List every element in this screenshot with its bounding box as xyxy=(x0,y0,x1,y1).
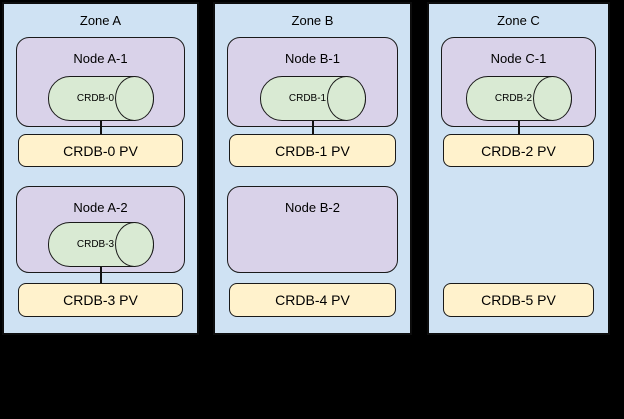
crdb-4-pv: CRDB-4 PV xyxy=(229,283,396,317)
crdb-2-pv: CRDB-2 PV xyxy=(443,134,594,167)
crdb-3-pv-label: CRDB-3 PV xyxy=(63,292,138,308)
zone-c-label: Zone C xyxy=(497,13,540,28)
crdb-0-pv: CRDB-0 PV xyxy=(18,134,183,167)
crdb-0-pod-cylinder: CRDB-0 xyxy=(47,76,154,121)
crdb-3-pv: CRDB-3 PV xyxy=(18,283,183,317)
node-b-1-label: Node B-1 xyxy=(285,51,340,66)
zone-a: Zone A Node A-1 CRDB-0 CRDB-0 PV Node A-… xyxy=(2,2,199,335)
cylinder-end-cap xyxy=(114,76,154,121)
node-c-1-label: Node C-1 xyxy=(490,51,547,66)
crdb-2-pod-cylinder: CRDB-2 xyxy=(465,76,572,121)
crdb-5-pv-label: CRDB-5 PV xyxy=(481,292,556,308)
node-a-2: Node A-2 CRDB-3 xyxy=(16,186,185,273)
crdb-0-pod-label: CRDB-0 xyxy=(76,93,115,104)
crdb-1-pv: CRDB-1 PV xyxy=(229,134,396,167)
pod-pv-connector xyxy=(99,121,102,135)
pod-pv-connector xyxy=(517,121,520,135)
node-b-2-label: Node B-2 xyxy=(285,200,340,215)
crdb-4-pv-label: CRDB-4 PV xyxy=(275,292,350,308)
cylinder-end-cap xyxy=(532,76,572,121)
crdb-0-pv-label: CRDB-0 PV xyxy=(63,142,138,159)
crdb-1-pod-label: CRDB-1 xyxy=(288,93,327,104)
node-b-1: Node B-1 CRDB-1 xyxy=(227,37,398,127)
crdb-3-pod-cylinder: CRDB-3 xyxy=(47,222,154,267)
pod-pv-connector xyxy=(99,267,102,284)
zone-a-label: Zone A xyxy=(79,13,122,28)
crdb-1-pod-cylinder: CRDB-1 xyxy=(259,76,366,121)
zone-b-label: Zone B xyxy=(291,13,334,28)
crdb-5-pv: CRDB-5 PV xyxy=(443,283,594,317)
cylinder-end-cap xyxy=(326,76,366,121)
crdb-2-pv-label: CRDB-2 PV xyxy=(481,142,556,159)
crdb-3-pod-label: CRDB-3 xyxy=(76,239,115,250)
zone-b: Zone B Node B-1 CRDB-1 CRDB-1 PV Node B-… xyxy=(213,2,412,335)
zone-c: Zone C Node C-1 CRDB-2 CRDB-2 PV CRDB-5 … xyxy=(427,2,610,335)
node-a-1: Node A-1 CRDB-0 xyxy=(16,37,185,127)
pod-pv-connector xyxy=(311,121,314,135)
node-c-1: Node C-1 CRDB-2 xyxy=(441,37,596,127)
crdb-2-pod-label: CRDB-2 xyxy=(494,93,533,104)
node-a-1-label: Node A-1 xyxy=(73,51,128,66)
node-a-2-label: Node A-2 xyxy=(73,200,128,215)
node-b-2: Node B-2 xyxy=(227,186,398,273)
crdb-1-pv-label: CRDB-1 PV xyxy=(275,142,350,159)
cylinder-end-cap xyxy=(114,222,154,267)
